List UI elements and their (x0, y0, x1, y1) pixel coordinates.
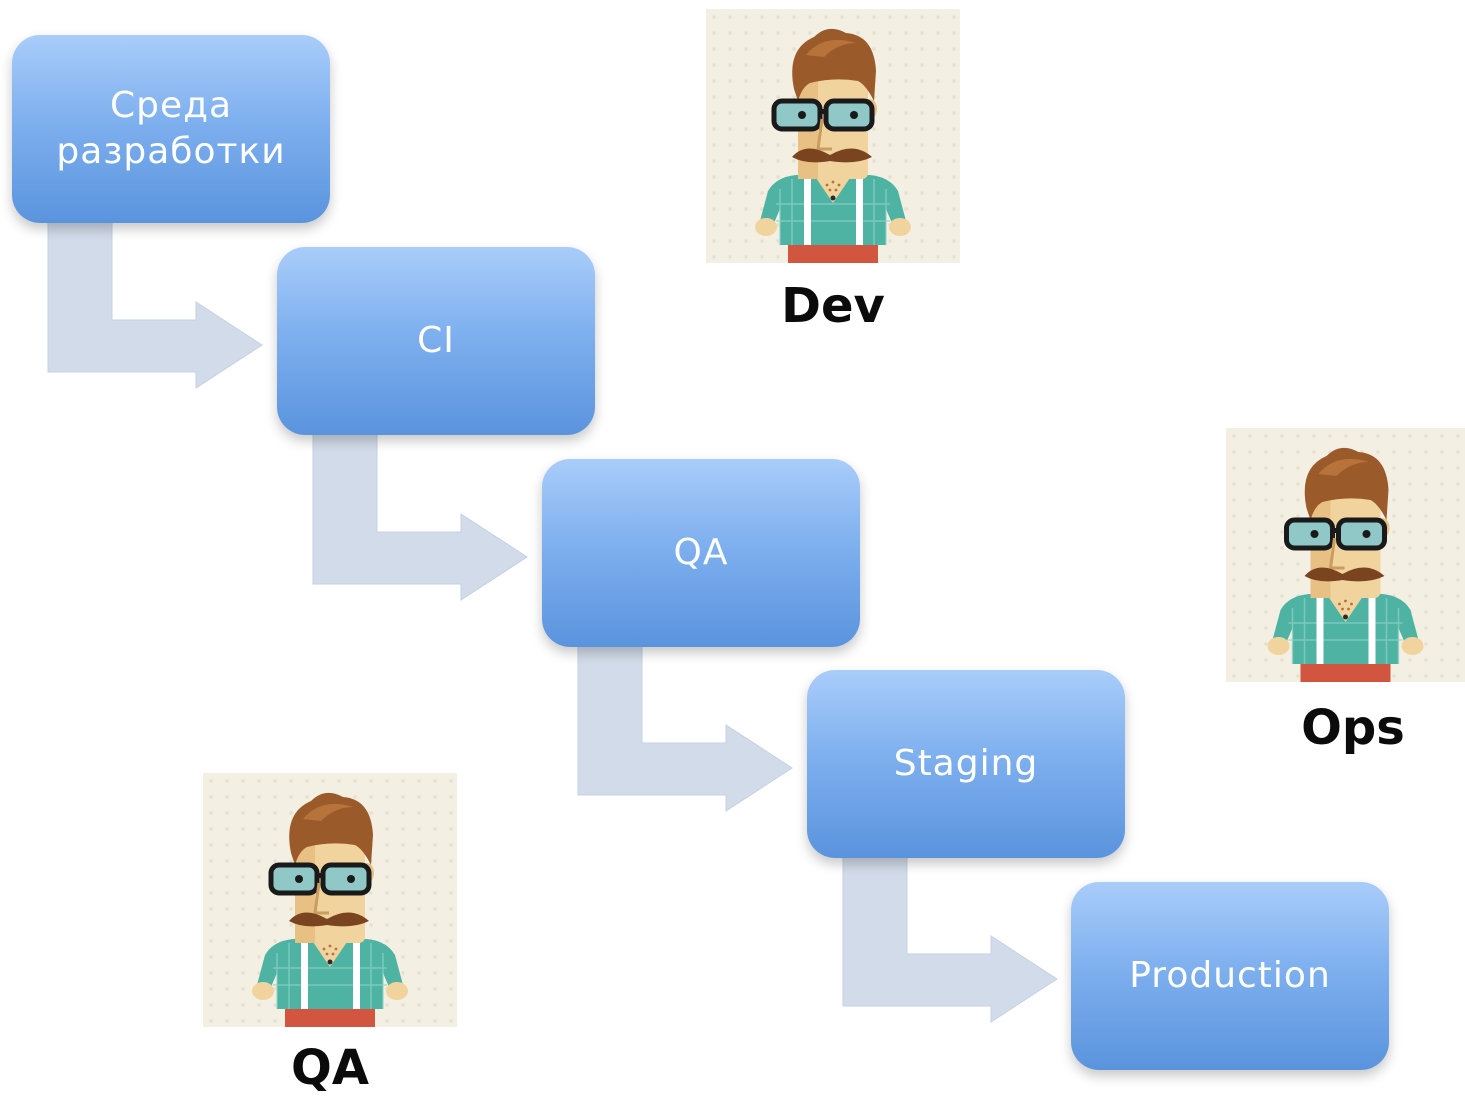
pipeline-step-label: Staging (893, 742, 1039, 784)
ops-avatar-icon (1226, 428, 1465, 682)
pipeline-step-label: Среда разработки (56, 84, 286, 172)
ops-role-label: Ops (1301, 700, 1405, 756)
dev-role-label: Dev (781, 278, 885, 334)
flow-arrow-1 (47, 221, 263, 389)
flow-arrow-3 (577, 644, 793, 812)
pipeline-step-label: QA (673, 531, 729, 573)
flow-arrow-2 (312, 433, 528, 601)
flow-arrow-4 (842, 855, 1058, 1023)
pipeline-step-dev-environment: Среда разработки (12, 35, 330, 223)
pipeline-step-production: Production (1071, 882, 1389, 1070)
qa-avatar-icon (203, 773, 457, 1027)
pipeline-step-staging: Staging (807, 670, 1125, 858)
pipeline-step-ci: CI (277, 247, 595, 435)
pipeline-step-label: CI (417, 319, 455, 361)
qa-role-label: QA (291, 1040, 369, 1096)
dev-avatar-icon (706, 9, 960, 263)
pipeline-step-label: Production (1129, 954, 1331, 996)
pipeline-step-qa: QA (542, 459, 860, 647)
